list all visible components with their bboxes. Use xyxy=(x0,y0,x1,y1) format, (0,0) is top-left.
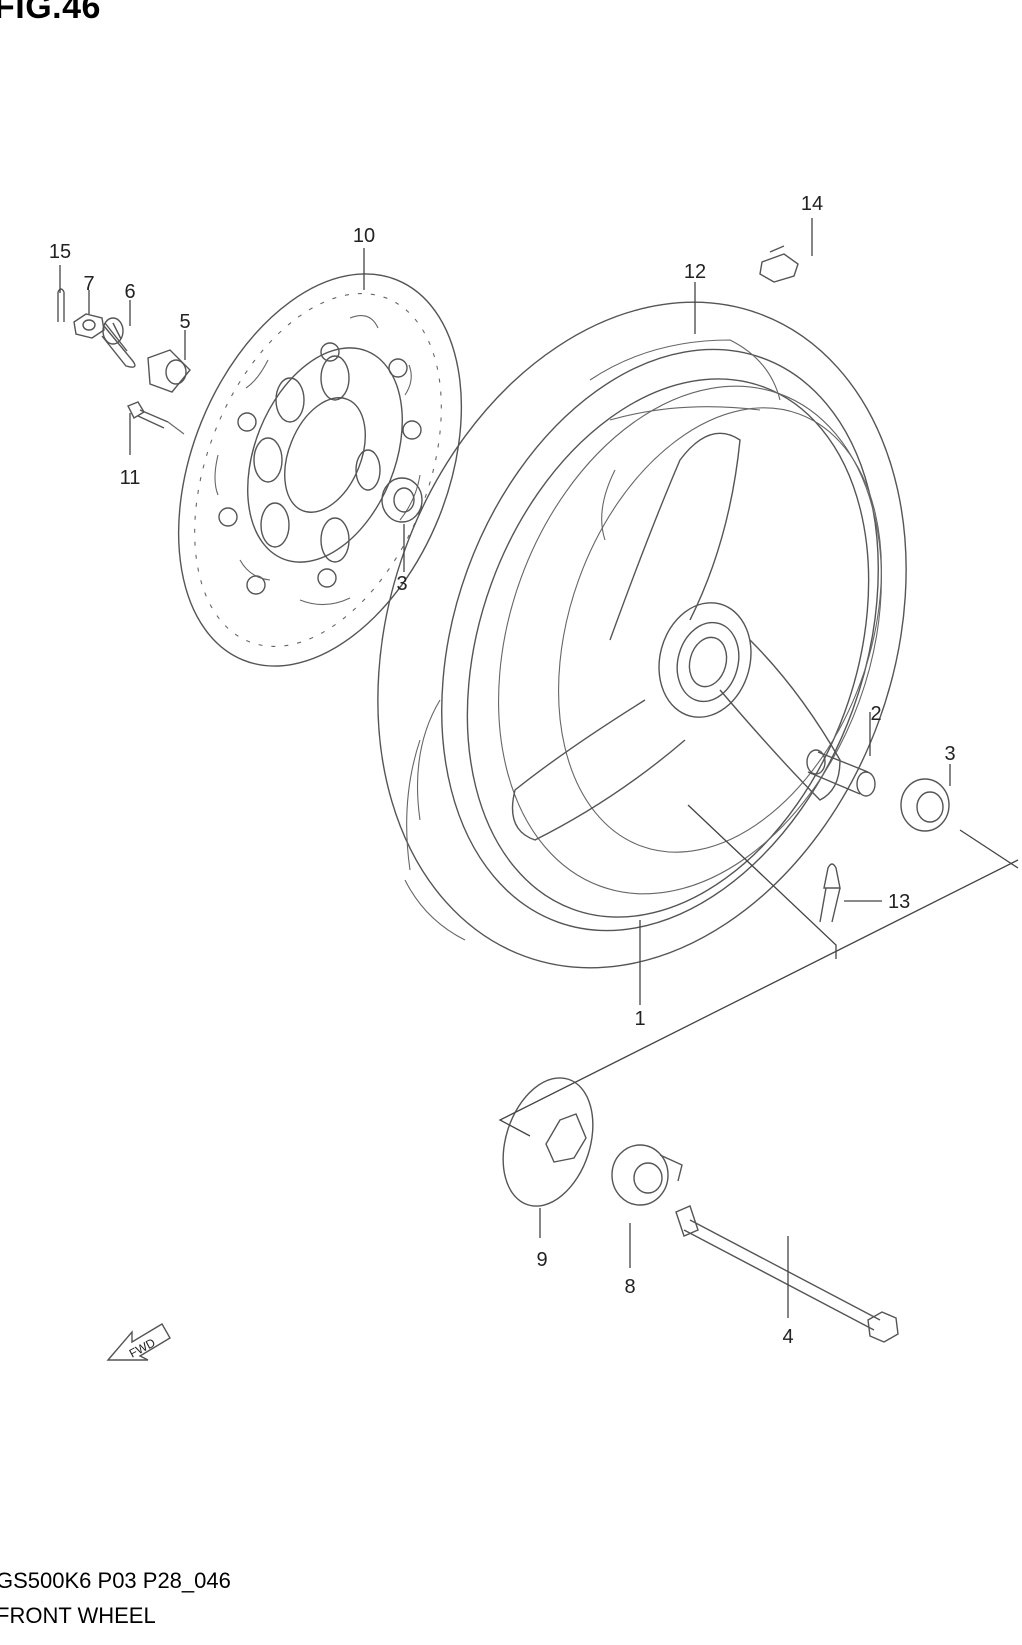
callout-12: 12 xyxy=(684,261,706,283)
spacer xyxy=(101,317,136,368)
callout-11: 11 xyxy=(120,467,141,489)
callout-8: 8 xyxy=(624,1276,635,1298)
speedometer-ring xyxy=(502,1077,594,1207)
cotter-pin xyxy=(57,288,65,322)
front-wheel-assembly xyxy=(377,301,907,969)
diagram-code: GS500K6 P03 P28_046 xyxy=(0,1568,231,1593)
callout-3-right: 3 xyxy=(944,743,955,765)
tire-valve xyxy=(819,863,841,923)
speedometer-gearbox xyxy=(611,1144,683,1206)
brake-disc xyxy=(177,273,463,667)
callout-2: 2 xyxy=(870,703,881,725)
wheel-spacer xyxy=(806,749,876,797)
callout-15: 15 xyxy=(49,241,71,263)
callout-6: 6 xyxy=(124,281,135,303)
callout-labels: 1 2 3 3 4 5 6 7 8 9 10 11 12 13 14 15 xyxy=(49,193,956,1348)
bearing-right xyxy=(900,778,950,832)
disc-bolt xyxy=(127,401,185,435)
axle-nut xyxy=(73,313,105,339)
collar xyxy=(147,349,191,393)
callout-7: 7 xyxy=(83,273,94,295)
callout-14: 14 xyxy=(801,193,823,215)
callout-3-left: 3 xyxy=(396,573,407,595)
bearing-left xyxy=(381,477,423,523)
front-axle xyxy=(675,1205,899,1343)
callout-1: 1 xyxy=(634,1008,645,1030)
leader-lines xyxy=(59,218,1019,1318)
figure-title: FIG.46 xyxy=(0,0,101,26)
callout-4: 4 xyxy=(782,1326,793,1348)
callout-10: 10 xyxy=(353,225,375,247)
callout-5: 5 xyxy=(179,311,190,333)
fwd-arrow-icon: FWD xyxy=(106,1323,171,1361)
balance-weight xyxy=(759,245,799,283)
diagram-subtitle: FRONT WHEEL xyxy=(0,1603,156,1628)
callout-9: 9 xyxy=(536,1249,547,1271)
callout-13: 13 xyxy=(888,891,910,913)
